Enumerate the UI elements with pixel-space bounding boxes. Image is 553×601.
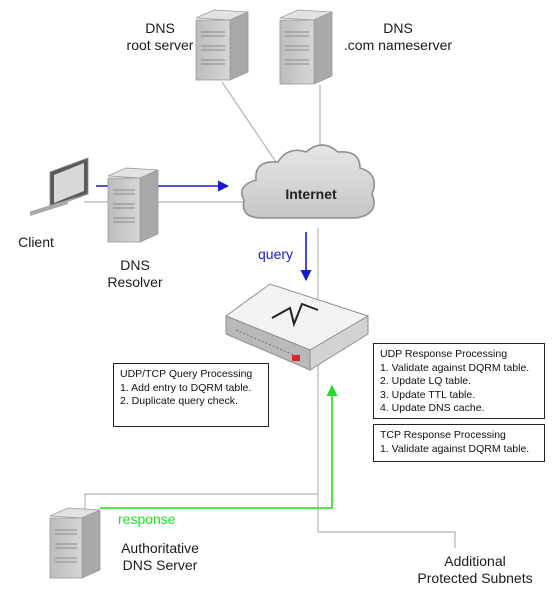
subnets-label-line1: Additional [444,553,506,569]
root-to-internet-line [221,81,281,169]
dns-root-label-line1: DNS [145,20,175,36]
udp-response-title: UDP Response Processing [380,348,508,360]
udp-tcp-query-title: UDP/TCP Query Processing [120,368,253,380]
query-label: query [258,246,294,262]
udp-response-item-1: 1. Validate against DQRM table. [380,361,530,374]
subnets-label-line2: Protected Subnets [417,570,533,586]
subnets-branch-line [318,531,456,548]
resolver-label: DNS Resolver [90,257,180,291]
dns-root-label-line2: root server [126,37,194,53]
internet-label: Internet [285,186,337,202]
udp-tcp-query-item-2: 2. Duplicate query check. [120,395,238,407]
dns-com-server-icon [279,9,333,85]
dns-com-label-line1: DNS [383,20,413,36]
security-appliance-icon [224,283,370,371]
resolver-label-line1: DNS [120,257,150,273]
authoritative-dns-server-icon [49,507,101,579]
udp-response-box: UDP Response Processing 1. Validate agai… [373,343,545,419]
resolver-label-line2: Resolver [107,274,163,290]
authoritative-label-line2: DNS Server [122,557,198,573]
tcp-response-box: TCP Response Processing 1. Validate agai… [373,424,545,462]
udp-tcp-query-box: UDP/TCP Query Processing 1. Add entry to… [113,363,269,427]
response-label: response [118,511,176,527]
subnets-label: Additional Protected Subnets [405,553,545,587]
udp-response-item-3: 3. Update TTL table. [380,388,476,401]
response-arrow [100,384,338,509]
tcp-response-title: TCP Response Processing [380,429,506,441]
authoritative-label: Authoritative DNS Server [110,540,210,574]
udp-response-item-4: 4. Update DNS cache. [380,402,485,414]
internet-cloud [240,144,376,219]
udp-response-item-2: 2. Update LQ table. [380,375,472,387]
tcp-response-item-1: 1. Validate against DQRM table. [380,442,530,455]
dns-root-label: DNS root server [110,20,210,54]
dns-root-server-icon [195,9,249,81]
authoritative-label-line1: Authoritative [121,540,199,556]
dns-com-label: DNS .com nameserver [338,20,458,54]
dns-resolver-server-icon [107,167,159,243]
brand-logo-badge [292,355,300,361]
dns-com-label-line2: .com nameserver [343,37,453,53]
client-laptop-icon [29,157,89,216]
udp-tcp-query-item-1: 1. Add entry to DQRM table. [120,381,252,394]
client-label: Client [18,234,54,250]
